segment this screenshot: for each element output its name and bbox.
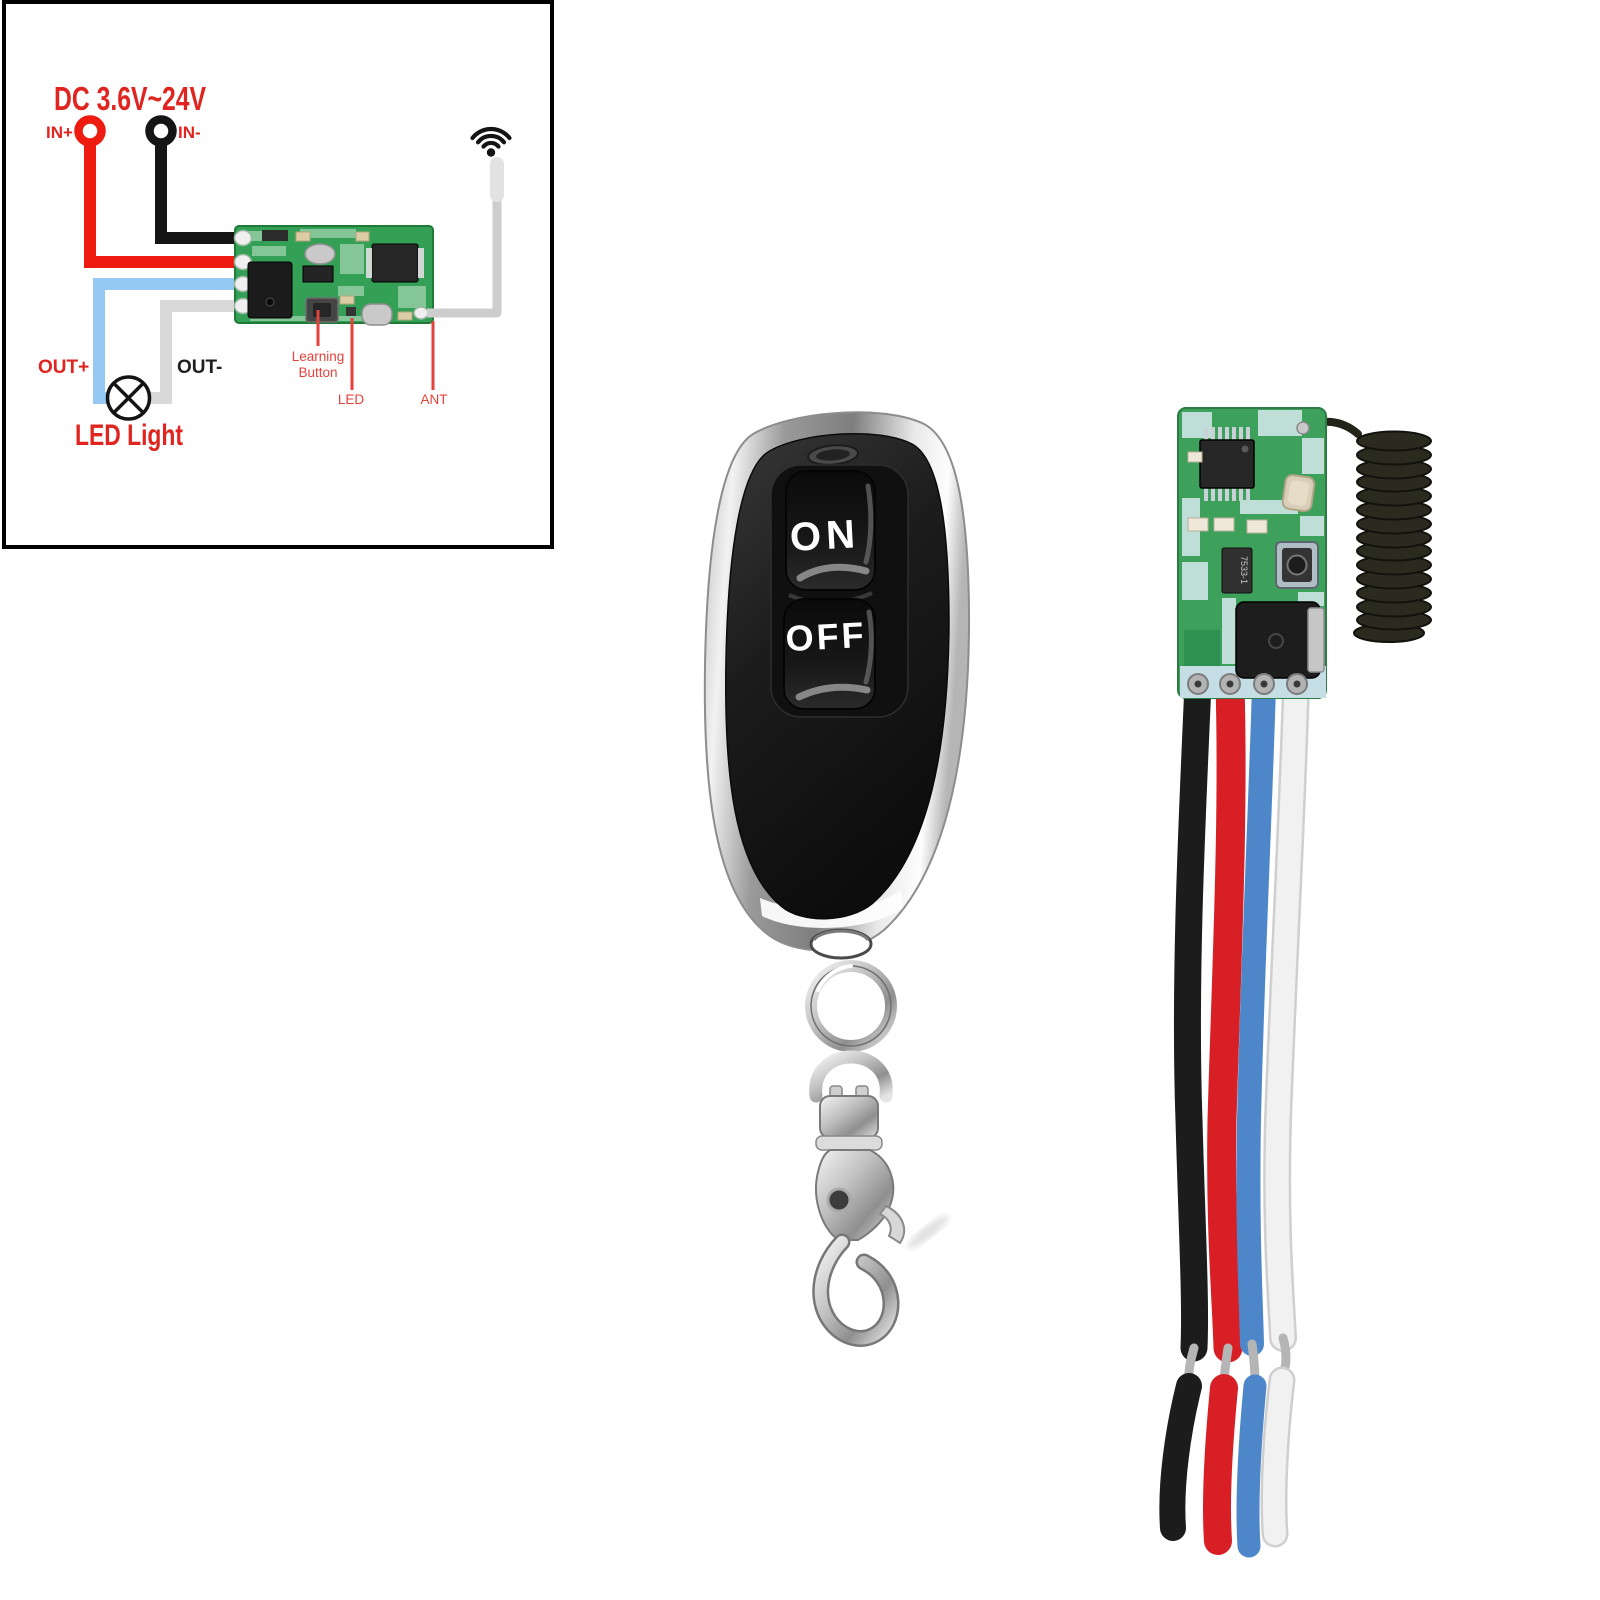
receiver-ant-solder-blob — [1296, 421, 1310, 435]
wire-white-tip — [1262, 1369, 1293, 1545]
clasp-hook — [814, 1236, 897, 1345]
keyring-hole — [809, 928, 873, 960]
swivel-connector — [809, 1050, 893, 1151]
diagram-wire-black-in-minus — [155, 143, 243, 244]
pcb-pad-1 — [233, 229, 253, 247]
off-button-label: OFF — [785, 614, 868, 659]
receiver-soic-dot — [1241, 445, 1249, 453]
receiver-resistors — [1187, 451, 1268, 534]
pcb-dark-bar — [262, 230, 288, 241]
label-led: LED — [338, 392, 365, 407]
label-learning-line2: Button — [298, 365, 337, 380]
wire-red-tip — [1202, 1374, 1238, 1555]
off-button-bottom-highlight — [795, 683, 871, 701]
on-button-bottom-highlight — [796, 563, 870, 582]
receiver-regulator-sot89 — [1221, 547, 1253, 594]
off-button: OFF — [783, 598, 876, 710]
label-in-minus: IN- — [178, 123, 201, 142]
on-button-side-highlight — [863, 483, 874, 565]
label-in-plus: IN+ — [46, 123, 73, 142]
pcb-mosfet-dot — [265, 297, 275, 307]
wire-red — [1207, 671, 1246, 1363]
callout-lines — [316, 310, 435, 390]
pcb-soic-pins-left — [366, 248, 372, 278]
pcb-mosfet — [247, 261, 293, 319]
keyfob-bottom-shine-band — [760, 890, 903, 928]
receiver-soic-pins-bottom — [1202, 488, 1252, 501]
label-out-plus: OUT+ — [38, 357, 89, 378]
remote-keyfob-photo: ON OFF — [703, 411, 971, 1347]
label-out-minus: OUT- — [177, 357, 222, 378]
lamp-icon — [105, 375, 152, 421]
label-learning-line1: Learning — [292, 349, 345, 364]
pcb-crystal — [361, 303, 393, 326]
split-ring — [805, 960, 897, 1052]
off-button-side-highlight — [863, 609, 874, 685]
pcb-inductor-top — [304, 243, 336, 265]
pcb-sot23-transistor — [302, 265, 334, 283]
receiver-learning-button — [1275, 541, 1319, 589]
diagram-wire-red-in-plus — [84, 143, 243, 268]
diagram-receiver-pcb — [233, 225, 434, 326]
pcb-ant-pad — [413, 306, 429, 320]
wire-black-tip — [1159, 1373, 1202, 1541]
receiver-mosfet — [1235, 601, 1325, 679]
diagram-antenna-wire — [427, 197, 502, 318]
label-ant: ANT — [421, 392, 448, 407]
receiver-soic-pins-top — [1202, 427, 1252, 440]
diagram-title: DC 3.6V~24V — [54, 80, 206, 117]
on-button-label: ON — [789, 512, 861, 560]
diagram-wire-gray-out-minus — [150, 300, 243, 404]
wire-black — [1173, 670, 1212, 1362]
coil-antenna — [1298, 417, 1432, 643]
pcb-led-part — [346, 307, 356, 316]
wire-white — [1265, 674, 1308, 1350]
terminal-in-minus — [145, 115, 177, 147]
wifi-icon — [470, 126, 512, 157]
background-smudge — [907, 1215, 949, 1249]
pcb-passives — [295, 231, 413, 321]
receiver-crystal — [1281, 474, 1316, 513]
wire-blue — [1236, 674, 1276, 1356]
pcb-soic-ic — [371, 243, 419, 283]
label-led-light: LED Light — [75, 419, 183, 452]
wiring-diagram-inset: DC 3.6V~24V IN+ IN- OUT+ OUT- LED Light … — [2, 0, 554, 549]
receiver-board: 7533-1 — [1177, 407, 1327, 699]
lobster-clasp — [812, 1149, 906, 1347]
receiver-wires — [1159, 670, 1310, 1558]
wire-blue-tip — [1236, 1374, 1267, 1558]
clasp-body — [815, 1149, 895, 1241]
receiver-module-photo: 7533-1 — [1159, 407, 1432, 1558]
clasp-rivet — [826, 1187, 852, 1213]
receiver-soic-ic — [1199, 439, 1255, 489]
clasp-trigger — [878, 1204, 906, 1245]
pcb-soic-pins-right — [418, 248, 424, 278]
receiver-solder-pads — [1187, 673, 1308, 695]
terminal-in-plus — [74, 115, 106, 147]
receiver-regulator-marking: 7533-1 — [1239, 556, 1249, 584]
on-button: ON — [785, 470, 876, 591]
receiver-mosfet-logo — [1268, 633, 1284, 649]
receiver-green-patch — [1184, 630, 1220, 666]
pcb-learning-button-cap — [313, 303, 331, 317]
diagram-wire-blue-out-plus — [93, 278, 243, 404]
